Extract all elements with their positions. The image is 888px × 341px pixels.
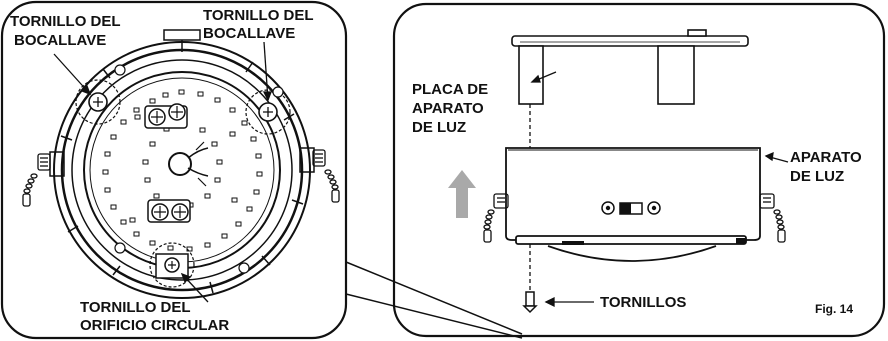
label-keyhole-screw-right-1: TORNILLO DEL bbox=[203, 7, 314, 24]
mount-screws bbox=[114, 64, 284, 274]
label-fixture-2: DE LUZ bbox=[790, 168, 844, 185]
side-pull-chain-right bbox=[759, 193, 786, 243]
label-mounting-plate-1: PLACA DE bbox=[412, 81, 488, 98]
label-keyhole-screw-right-2: BOCALLAVE bbox=[203, 25, 295, 42]
label-mounting-plate-3: DE LUZ bbox=[412, 119, 466, 136]
label-screws: TORNILLOS bbox=[600, 294, 686, 311]
leader-lines-left bbox=[53, 41, 272, 303]
fixture-top-view bbox=[49, 29, 315, 299]
label-round-hole-screw-2: ORIFICIO CIRCULAR bbox=[80, 317, 229, 334]
keyhole-screw-left bbox=[75, 79, 121, 125]
upward-arrow bbox=[448, 170, 476, 218]
keyhole-screw-right bbox=[245, 89, 291, 135]
zoom-connector-lines bbox=[345, 261, 523, 339]
side-pull-chain-left bbox=[483, 193, 509, 243]
label-fixture-1: APARATO bbox=[790, 149, 862, 166]
fixture-switch bbox=[601, 201, 661, 215]
center-wire-opening bbox=[168, 141, 209, 187]
label-round-hole-screw-1: TORNILLO DEL bbox=[80, 299, 191, 316]
label-keyhole-screw-left-1: TORNILLO DEL bbox=[10, 13, 121, 30]
terminal-screws bbox=[144, 103, 191, 223]
pull-chain-right bbox=[312, 149, 340, 203]
right-panel: PLACA DE APARATO DE LUZ APARATO DE LUZ T… bbox=[392, 2, 886, 338]
fixture-side-view bbox=[505, 147, 761, 262]
left-panel: TORNILLO DEL BOCALLAVE TORNILLO DEL BOCA… bbox=[0, 0, 348, 340]
figure-number: Fig. 14 bbox=[815, 302, 853, 316]
mounting-plate bbox=[511, 29, 749, 105]
label-mounting-plate-2: APARATO bbox=[412, 100, 484, 117]
label-keyhole-screw-left-2: BOCALLAVE bbox=[14, 32, 106, 49]
leader-lines-right bbox=[530, 71, 789, 308]
left-panel-frame bbox=[0, 0, 348, 340]
screw-icon bbox=[522, 291, 538, 314]
pull-chain-left bbox=[22, 153, 51, 207]
right-panel-frame bbox=[392, 2, 886, 338]
